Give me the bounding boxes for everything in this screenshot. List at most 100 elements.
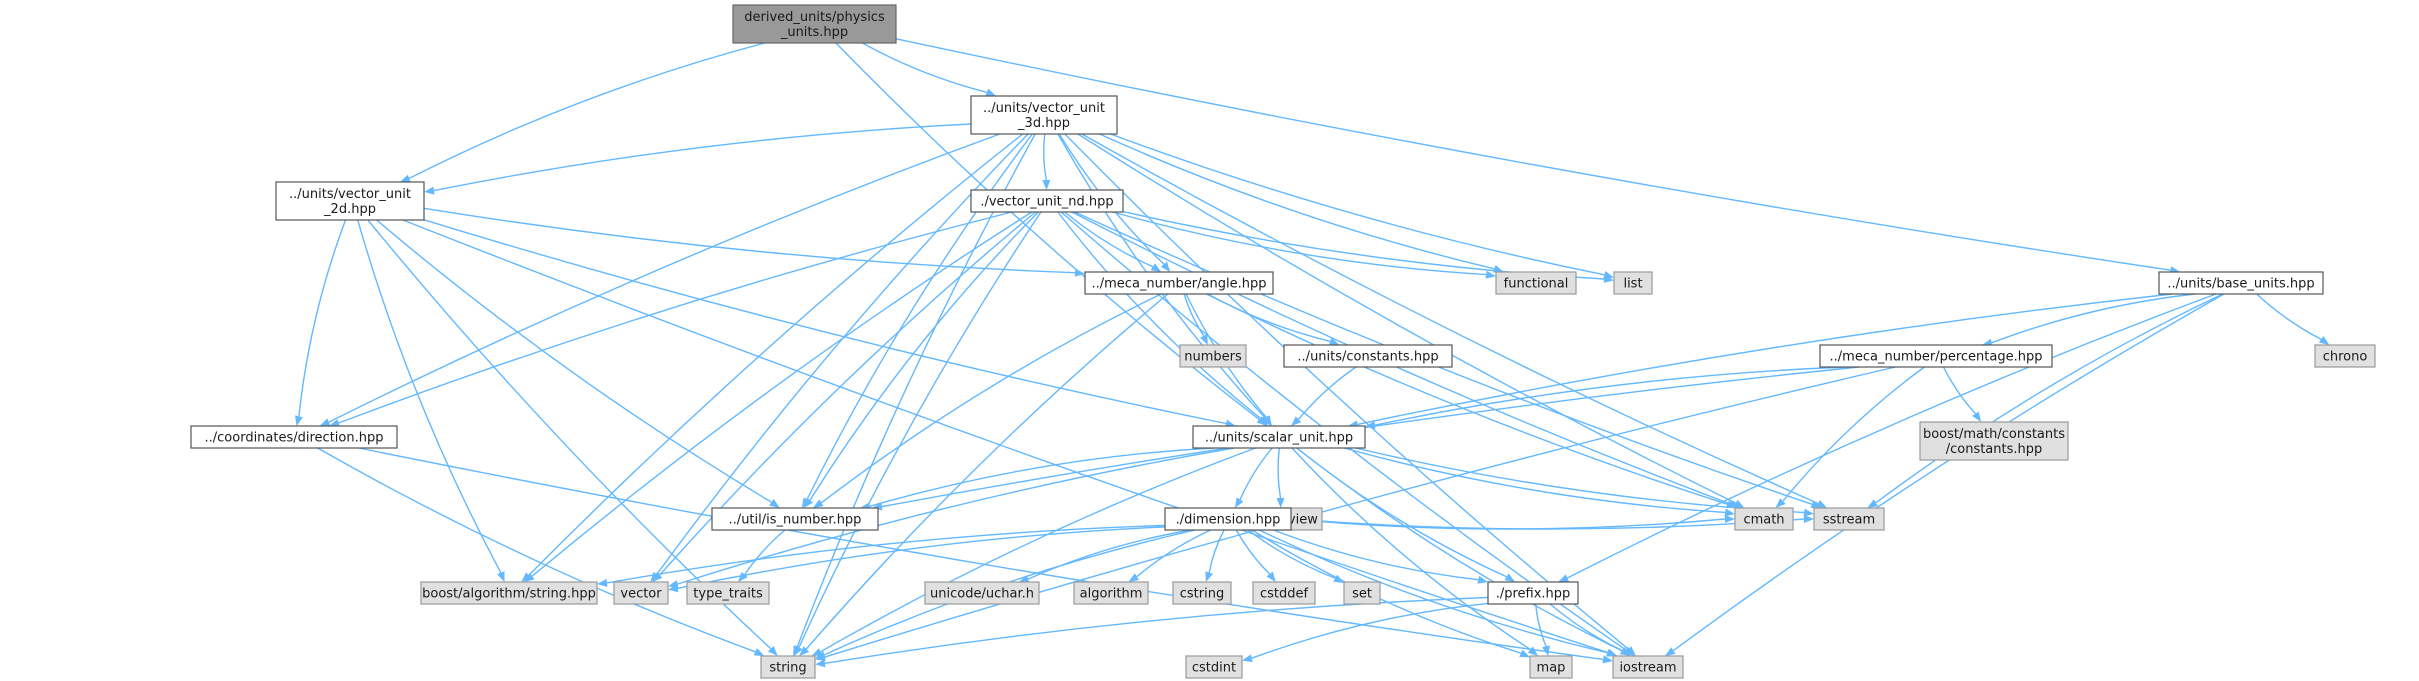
- edge-dimension-to-iostream: [1258, 529, 1617, 657]
- edge-line: [881, 366, 1860, 508]
- edge-arrowhead: [1724, 508, 1735, 517]
- node-box: [1529, 655, 1573, 679]
- edge-arrowhead: [1276, 497, 1285, 508]
- edge-line: [820, 447, 1256, 653]
- edge-line: [317, 447, 756, 653]
- edge-dimension-to-cstddef: [1235, 529, 1276, 582]
- edge-arrowhead: [1606, 648, 1617, 657]
- edge-constants-to-scalar_unit: [1291, 366, 1357, 426]
- node-label: cstdint: [1192, 661, 1236, 676]
- edge-arrowhead: [1803, 508, 1814, 517]
- edge-base_units-to-sstream: [1867, 293, 2224, 508]
- edge-angle-to-is_number: [812, 293, 1162, 508]
- node-box: [1612, 655, 1684, 679]
- edge-line: [1247, 529, 1336, 579]
- dependency-edges: [295, 38, 2330, 668]
- edge-line: [328, 133, 1000, 423]
- node-label: ../units/scalar_unit.hpp: [1205, 431, 1353, 446]
- node-functional: functional: [1495, 271, 1577, 295]
- edge-arrowhead: [1266, 571, 1276, 582]
- edge-line: [402, 219, 1609, 654]
- node-cmath: cmath: [1734, 507, 1794, 531]
- node-sstream: sstream: [1813, 507, 1885, 531]
- edge-arrowhead: [597, 578, 608, 587]
- edge-dimension-to-prefix: [1273, 529, 1488, 584]
- node-vector_unit_nd[interactable]: ./vector_unit_nd.hpp: [970, 189, 1124, 213]
- edge-angle-to-string: [799, 293, 1169, 656]
- node-physics_units[interactable]: derived_units/physics_units.hpp: [732, 4, 897, 44]
- edge-line: [376, 219, 772, 503]
- node-box: [970, 95, 1118, 135]
- node-box: [1084, 271, 1274, 295]
- edge-arrowhead: [424, 186, 435, 195]
- node-label: cmath: [1743, 513, 1784, 528]
- node-label: _units.hpp: [780, 25, 848, 40]
- edge-percentage-to-boost_constants: [1942, 366, 1982, 422]
- edge-dimension-to-map: [1251, 529, 1530, 658]
- node-is_number[interactable]: ../util/is_number.hpp: [711, 507, 879, 531]
- node-algorithm: algorithm: [1073, 581, 1149, 605]
- edge-line: [1235, 529, 1271, 575]
- edge-base_units-to-percentage: [1981, 293, 2196, 347]
- node-label: vector: [620, 587, 662, 602]
- edge-arrowhead: [1365, 421, 1376, 430]
- node-base_units[interactable]: ../units/base_units.hpp: [2158, 271, 2324, 295]
- node-label: ./dimension.hpp: [1176, 513, 1281, 528]
- node-label: iostream: [1619, 661, 1676, 676]
- edge-arrowhead: [1664, 647, 1676, 656]
- edge-arrowhead: [1200, 334, 1208, 345]
- edge-arrowhead: [1504, 573, 1516, 582]
- node-prefix[interactable]: ./prefix.hpp: [1487, 581, 1579, 605]
- node-vector_unit_3d[interactable]: ../units/vector_unit_3d.hpp: [970, 95, 1118, 135]
- node-vector_unit_2d[interactable]: ../units/vector_unit_2d.hpp: [275, 181, 425, 221]
- node-box: [1179, 344, 1247, 368]
- edge-vector_unit_2d-to-angle: [423, 207, 1085, 277]
- node-scalar_unit[interactable]: ../units/scalar_unit.hpp: [1192, 425, 1366, 449]
- edge-base_units-to-chrono: [2256, 293, 2330, 345]
- node-label: /constants.hpp: [1946, 442, 2043, 457]
- edge-line: [1251, 529, 1522, 654]
- edge-line: [1064, 133, 1630, 650]
- edge-vector_unit_nd-to-is_number: [803, 211, 1039, 508]
- edge-line: [2256, 293, 2322, 340]
- node-box: [420, 581, 598, 605]
- edge-scalar_unit-to-sstream: [1355, 447, 1814, 517]
- edge-scalar_unit-to-cmath: [1343, 447, 1735, 517]
- edge-line: [869, 447, 1215, 507]
- node-set: set: [1343, 581, 1381, 605]
- node-dimension[interactable]: ./dimension.hpp: [1164, 507, 1292, 531]
- edge-direction-to-iostream: [358, 447, 1613, 664]
- edge-arrowhead: [767, 645, 778, 656]
- node-percentage[interactable]: ../meca_number/percentage.hpp: [1819, 344, 2053, 368]
- edge-line: [1110, 133, 1605, 276]
- edge-scalar_unit-to-dimension: [1234, 447, 1273, 508]
- edge-arrowhead: [1328, 337, 1340, 346]
- edge-base_units-to-iostream: [1664, 293, 2225, 656]
- node-label: ../meca_number/angle.hpp: [1092, 277, 1267, 292]
- edge-line: [423, 219, 1227, 425]
- edge-arrowhead: [652, 572, 663, 582]
- node-label: ../units/base_units.hpp: [2167, 277, 2314, 292]
- node-box: [1734, 507, 1794, 531]
- node-label: boost/math/constants: [1923, 427, 2065, 442]
- node-numbers: numbers: [1179, 344, 1247, 368]
- edge-line: [835, 42, 1260, 420]
- edge-line: [1991, 293, 2196, 344]
- edge-line: [433, 123, 972, 192]
- edge-dimension-to-vector: [668, 526, 1166, 593]
- edge-line: [1208, 529, 1225, 573]
- edge-line: [1136, 529, 1211, 578]
- edge-vector_unit_nd-to-scalar_unit: [1057, 211, 1269, 426]
- node-label: algorithm: [1080, 587, 1143, 602]
- node-label: derived_units/physics: [744, 10, 885, 25]
- node-label: numbers: [1184, 350, 1242, 365]
- node-direction[interactable]: ../coordinates/direction.hpp: [190, 425, 398, 449]
- edge-vector_unit_nd-to-angle: [1064, 211, 1162, 272]
- node-angle[interactable]: ../meca_number/angle.hpp: [1084, 271, 1274, 295]
- edge-vector_unit_nd-to-functional: [1112, 211, 1496, 279]
- edge-line: [528, 133, 1024, 576]
- node-constants[interactable]: ../units/constants.hpp: [1283, 344, 1453, 368]
- edge-line: [1549, 603, 1623, 652]
- edge-arrowhead: [1972, 411, 1982, 422]
- edge-line: [1296, 447, 1507, 578]
